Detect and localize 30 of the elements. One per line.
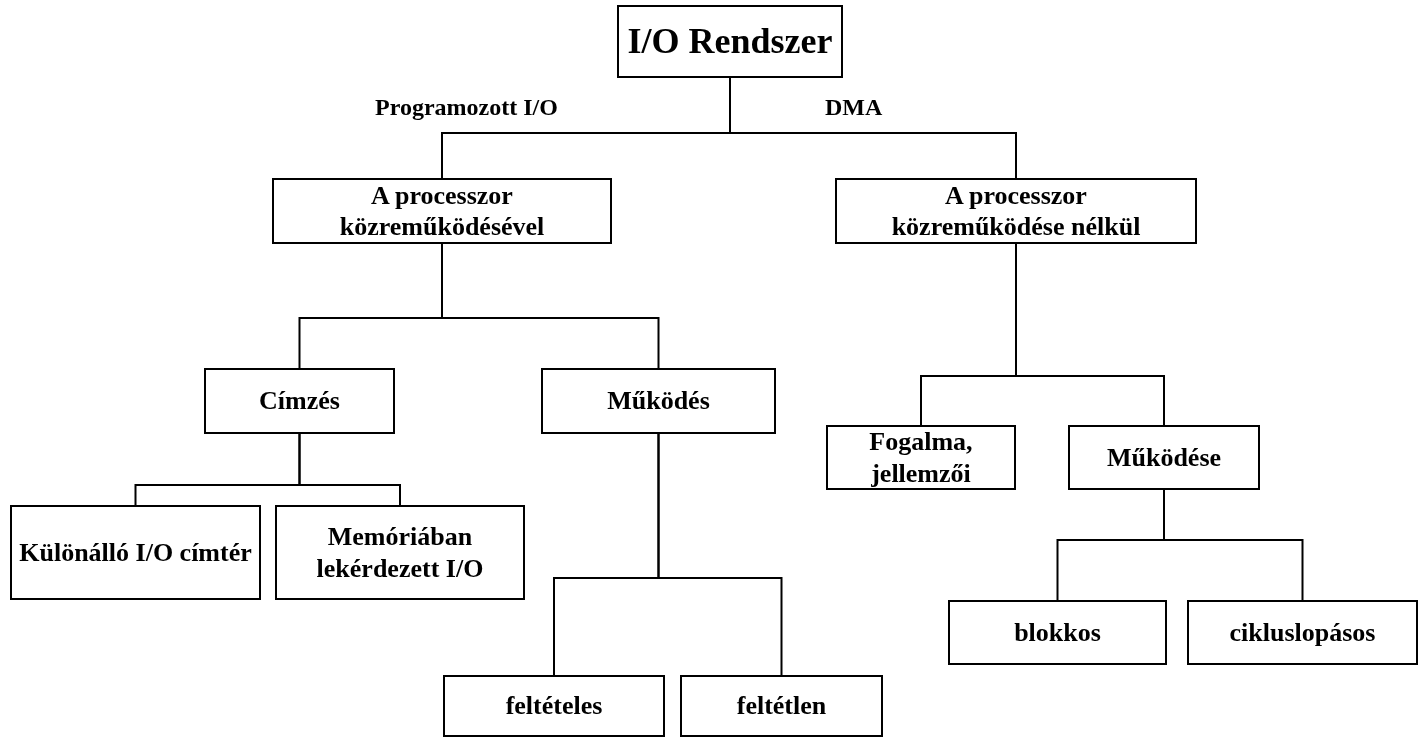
process-box xyxy=(10,505,261,600)
process-box xyxy=(204,368,395,434)
box-label: Működése xyxy=(1106,441,1222,474)
process-box xyxy=(835,178,1197,244)
process-box xyxy=(826,425,1016,490)
process-box xyxy=(1068,425,1260,490)
box-label: blokkos xyxy=(1014,616,1101,649)
box-label: I/O Rendszer xyxy=(627,19,833,63)
box-label: feltétlen xyxy=(736,690,827,722)
process-box xyxy=(443,675,665,737)
box-label: A processzor közreműködésével xyxy=(338,179,546,243)
box-label: Működés xyxy=(607,385,710,417)
process-box xyxy=(275,505,525,600)
process-box xyxy=(541,368,776,434)
connector-line xyxy=(1015,243,1165,426)
box-label: A processzor közreműködése nélkül xyxy=(890,179,1142,243)
process-box xyxy=(948,600,1167,665)
box-label: Címzés xyxy=(259,385,340,417)
box-label: Memóriában lekérdezett I/O xyxy=(315,521,485,584)
process-box xyxy=(617,5,843,78)
box-label: feltételes xyxy=(505,690,603,722)
box-label: Fogalma, jellemzői xyxy=(868,426,974,489)
box-label: Különálló I/O címtér xyxy=(19,536,252,569)
connector-line xyxy=(441,243,660,369)
connector-line xyxy=(298,433,401,506)
connector-line xyxy=(657,433,783,676)
process-box xyxy=(272,178,612,244)
box-label: cikluslopásos xyxy=(1229,616,1376,649)
process-box xyxy=(1187,600,1418,665)
process-box xyxy=(680,675,883,737)
